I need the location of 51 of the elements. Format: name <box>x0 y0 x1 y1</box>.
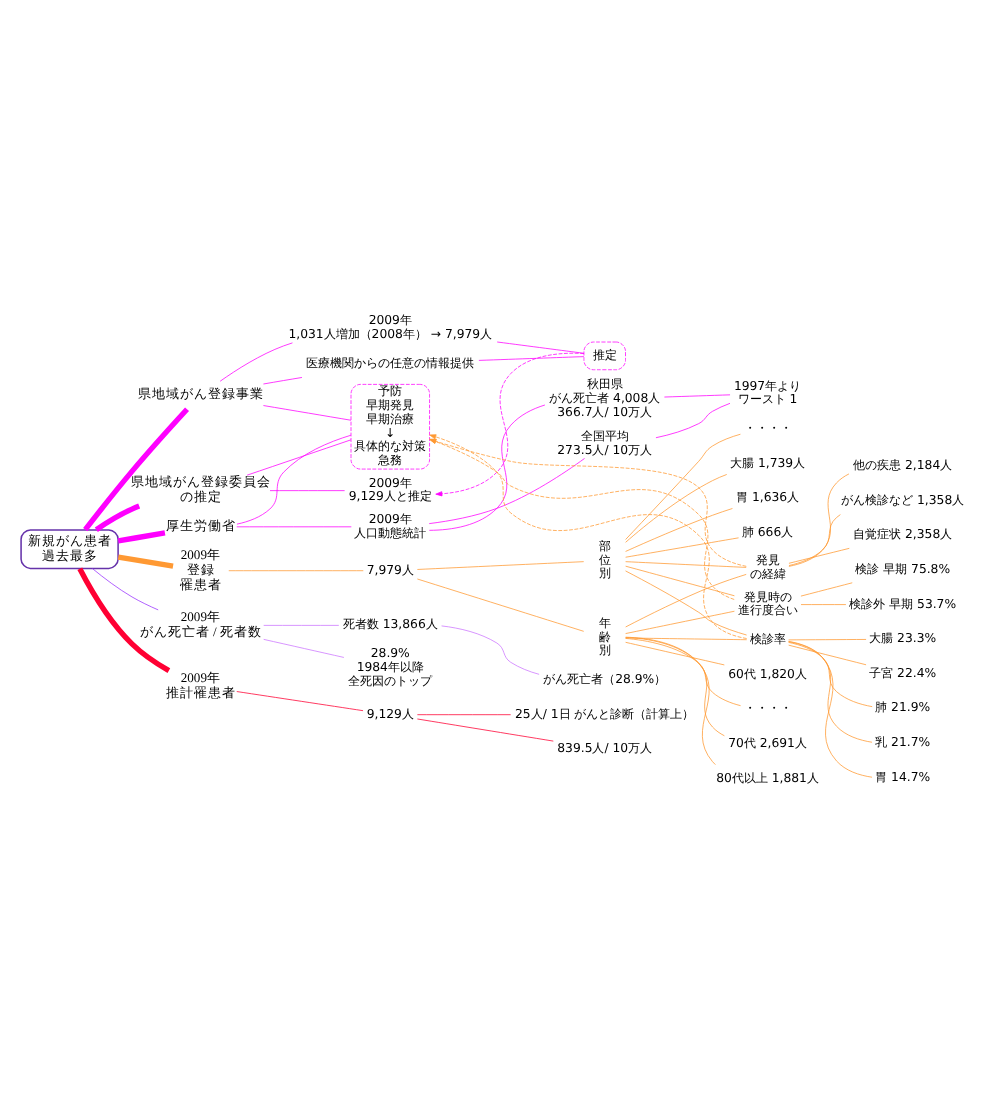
connector <box>787 513 840 565</box>
connector <box>495 340 584 353</box>
arrow <box>428 433 747 638</box>
connector <box>624 560 746 567</box>
connector <box>262 404 351 420</box>
connector <box>624 473 727 542</box>
connector <box>799 581 852 596</box>
arrow <box>428 437 746 566</box>
connector <box>235 433 351 524</box>
connector <box>116 553 173 568</box>
connector <box>624 640 724 665</box>
connector <box>624 564 734 596</box>
connector <box>93 502 140 531</box>
connector <box>116 529 165 543</box>
connector <box>787 638 866 640</box>
connector <box>82 406 188 531</box>
connector <box>227 569 363 571</box>
connector <box>235 690 363 711</box>
connector <box>416 717 553 741</box>
connector <box>663 393 730 397</box>
connector <box>624 507 732 551</box>
connector <box>799 603 846 604</box>
connector <box>624 637 740 706</box>
connector <box>787 546 849 563</box>
connector <box>427 457 584 523</box>
connector <box>427 403 545 530</box>
connector <box>440 624 539 674</box>
connector <box>76 566 170 672</box>
connector <box>787 643 866 665</box>
connector <box>416 560 584 569</box>
connector <box>787 641 872 706</box>
arrow <box>428 437 734 599</box>
connector <box>268 489 344 490</box>
connector <box>262 624 339 625</box>
connector <box>624 432 740 539</box>
connector <box>218 341 292 381</box>
arrow <box>434 351 584 496</box>
connector <box>787 472 849 566</box>
connector <box>245 438 351 475</box>
connector <box>624 536 738 557</box>
connector <box>624 609 734 633</box>
connector <box>477 355 584 360</box>
connector <box>416 577 584 631</box>
connector <box>262 637 344 657</box>
connector <box>262 376 302 384</box>
connector <box>654 401 730 438</box>
connector <box>624 636 747 640</box>
connector <box>787 640 872 777</box>
connector <box>91 567 158 610</box>
connector <box>624 636 724 736</box>
connector <box>787 640 872 742</box>
